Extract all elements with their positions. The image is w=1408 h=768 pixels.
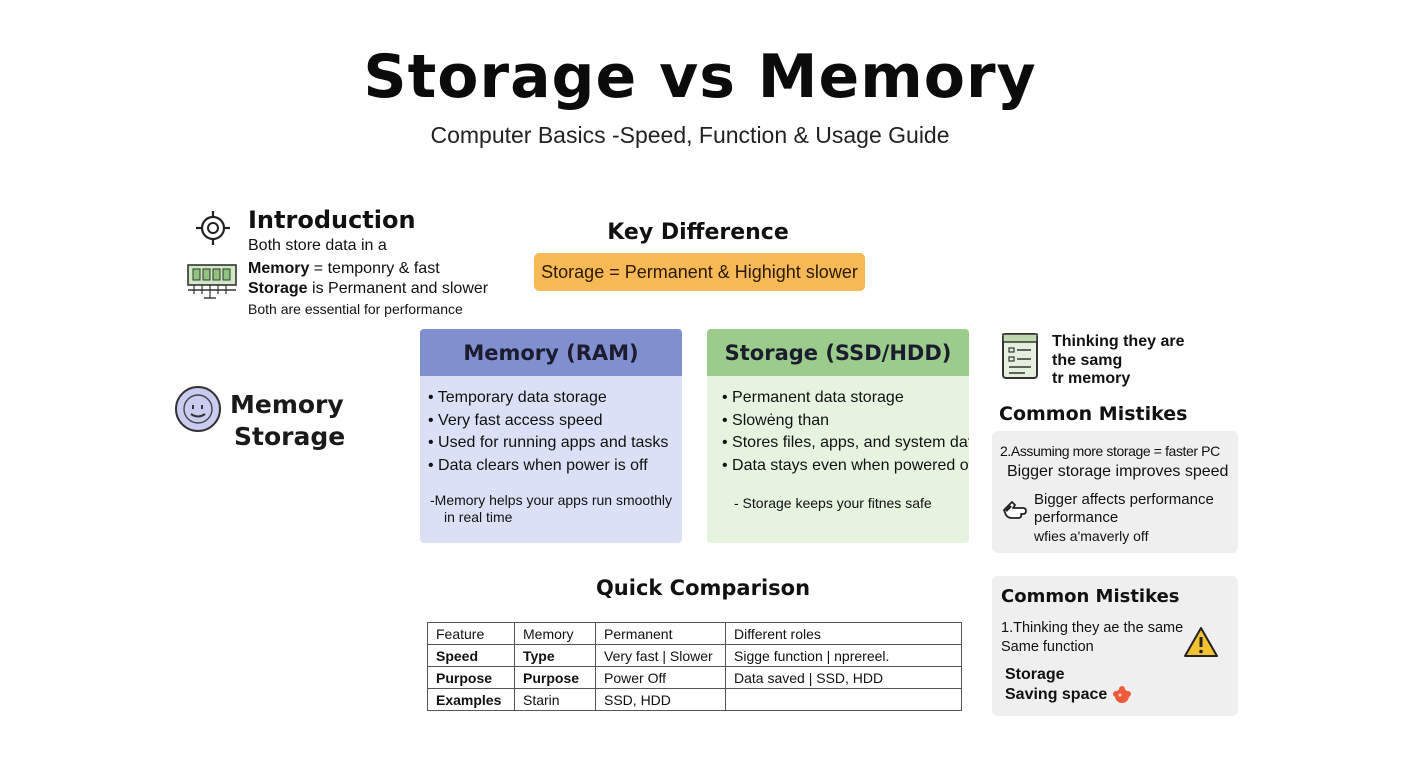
mistakes-2-bold: Storage Saving space (1005, 665, 1133, 705)
intro-memory-term: Memory (248, 260, 310, 277)
face-icon (174, 385, 222, 433)
mistakes-2-bold-2-row: Saving space (1005, 685, 1133, 705)
intro-line-2: Memory = temponry & fast (248, 260, 440, 278)
mistakes-2-bold-1: Storage (1005, 666, 1065, 683)
target-icon (195, 210, 231, 246)
key-difference-heading: Key Difference (607, 220, 789, 245)
ram-module-icon (186, 262, 238, 300)
memory-card: Memory (RAM) Temporary data storage Very… (420, 329, 682, 543)
alert-blob-icon (1111, 685, 1133, 705)
page-title: Storage vs Memory (363, 42, 1037, 112)
mistakes-2-item-2: Same function (1001, 639, 1094, 655)
storage-bullet: Permanent data storage (722, 387, 969, 410)
mistakes-1-sub: Bigger storage improves speed (1007, 463, 1229, 480)
memory-note-line-2: in real time (444, 509, 513, 525)
table-row: Examples Starin SSD, HDD (427, 688, 962, 711)
mistakes-1-detail-1: Bigger affects performance (1034, 491, 1214, 508)
mistakes-2-item-1: 1.Thinking they ae the same (1001, 620, 1184, 636)
table-cell: Starin (514, 688, 596, 711)
table-cell: Very fast | Slower (595, 644, 726, 667)
table-cell: Type (514, 644, 596, 667)
mistakes-2-title: Common Mistikes (1001, 586, 1180, 607)
mistakes-1-detail: Bigger affects performance performance w… (1034, 491, 1214, 545)
table-cell: Data saved | SSD, HDD (725, 666, 962, 689)
memory-card-heading: Memory (RAM) (420, 329, 682, 376)
intro-storage-desc: is Permanent and slower (307, 280, 489, 297)
intro-storage-term: Storage (248, 280, 308, 297)
mistakes-1-item: 2.Assuming more storage = faster PC (1000, 443, 1220, 459)
table-cell: Permanent (595, 622, 726, 645)
document-list-icon (1000, 332, 1040, 382)
side-label-storage: Storage (234, 422, 346, 451)
memory-bullet: Used for running apps and tasks (428, 432, 682, 455)
table-cell: Speed (427, 644, 515, 667)
key-difference-box: Storage = Permanent & Highight slower (534, 253, 865, 291)
mistakes-2-bold-2: Saving space (1005, 686, 1108, 703)
right-note-line-2: the samg (1052, 351, 1123, 369)
table-cell (725, 688, 962, 711)
mistakes-2-box: Common Mistikes 1.Thinking they ae the s… (992, 576, 1238, 716)
mistakes-1-title: Common Mistikes (999, 403, 1188, 425)
memory-card-note: -Memory helps your apps run smoothly in … (420, 477, 682, 526)
memory-bullet: Very fast access speed (428, 410, 682, 433)
quick-comparison-heading: Quick Comparison (595, 576, 811, 600)
storage-bullet-list: Permanent data storage Slowėng than Stor… (707, 376, 969, 477)
intro-heading: Introduction (248, 206, 416, 234)
memory-note-line-1: -Memory helps your apps run smoothly (430, 492, 672, 508)
storage-card-note: - Storage keeps your fitnes safe (734, 495, 932, 511)
pointing-hand-icon (1001, 497, 1029, 523)
storage-card-heading: Storage (SSD/HDD) (707, 329, 969, 376)
mistakes-1-box: 2.Assuming more storage = faster PC Bigg… (992, 431, 1238, 553)
table-cell: Sigge function | nprereel. (725, 644, 962, 667)
right-note-line-1: Thinking they are (1052, 333, 1185, 350)
table-cell: Purpose (514, 666, 596, 689)
table-cell: Memory (514, 622, 596, 645)
memory-bullet: Temporary data storage (428, 387, 682, 410)
table-cell: Purpose (427, 666, 515, 689)
memory-bullet: Data clears when power is off (428, 455, 682, 478)
table-cell: Different roles (725, 622, 962, 645)
storage-bullet: Stores files, apps, and system data (722, 432, 969, 455)
page-subtitle: Computer Basics -Speed, Function & Usage… (430, 122, 950, 148)
storage-bullet: Slowėng than (722, 410, 969, 433)
side-label-memory: Memory (230, 390, 344, 419)
memory-bullet-list: Temporary data storage Very fast access … (420, 376, 682, 477)
intro-line-3: Storage is Permanent and slower (248, 280, 488, 298)
intro-memory-desc: = temponry & fast (309, 260, 440, 277)
warning-icon (1183, 625, 1219, 659)
mistakes-1-detail-2: performance (1034, 509, 1119, 526)
table-row: Speed Type Very fast | Slower Sigge func… (427, 644, 962, 667)
storage-card: Storage (SSD/HDD) Permanent data storage… (707, 329, 969, 543)
mistakes-2-items: 1.Thinking they ae the same Same functio… (1001, 619, 1183, 657)
table-row: Purpose Purpose Power Off Data saved | S… (427, 666, 962, 689)
table-cell: Power Off (595, 666, 726, 689)
storage-bullet: Data stays even when powered off (722, 455, 969, 478)
mistakes-1-detail-3: wfies a'maverly off (1034, 528, 1149, 544)
table-cell: SSD, HDD (595, 688, 726, 711)
right-note: Thinking they are the samg tr memory (1052, 333, 1184, 389)
intro-line-4: Both are essential for performance (248, 301, 463, 317)
right-note-line-3: tr memory (1052, 370, 1131, 387)
intro-line-1: Both store data in a (248, 237, 387, 254)
table-row: Feature Memory Permanent Different roles (427, 622, 962, 645)
table-cell: Examples (427, 688, 515, 711)
comparison-table: Feature Memory Permanent Different roles… (427, 622, 962, 711)
table-cell: Feature (427, 622, 515, 645)
